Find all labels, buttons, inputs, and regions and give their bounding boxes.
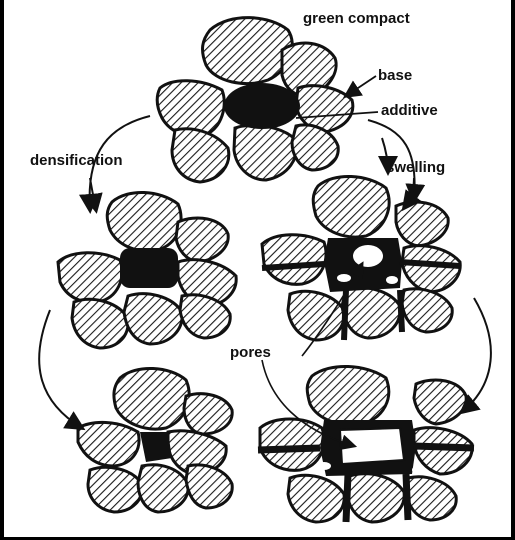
densification-to-cluster-arrow: [90, 178, 96, 210]
pore: [340, 428, 404, 464]
particle: [346, 474, 404, 522]
swelling-intermediate-cluster: [262, 176, 460, 340]
particle: [402, 289, 452, 332]
label-additive: additive: [381, 102, 438, 119]
pore: [386, 276, 398, 284]
particle: [313, 176, 389, 237]
label-pores: pores: [230, 344, 271, 361]
particle: [262, 235, 326, 285]
particle: [88, 467, 142, 512]
additive-particle: [120, 248, 178, 288]
green-compact-cluster: [157, 18, 353, 182]
pore: [352, 244, 384, 268]
particle: [172, 129, 229, 182]
pore: [317, 462, 331, 470]
densification-intermediate-cluster: [58, 192, 236, 348]
particle: [260, 419, 324, 470]
particle: [203, 18, 293, 84]
particle: [184, 394, 232, 434]
particle: [396, 202, 448, 246]
particle: [72, 299, 128, 348]
label-base: base: [378, 67, 412, 84]
green-to-swelling-arrow: [382, 138, 388, 172]
pore: [337, 274, 351, 282]
label-swelling: swelling: [386, 159, 445, 176]
particle: [186, 465, 232, 508]
swelling-final-cluster: [258, 366, 474, 522]
particle: [288, 291, 344, 340]
particle: [234, 125, 297, 180]
label-green-compact: green compact: [303, 10, 410, 27]
particle: [78, 422, 139, 466]
additive-grain-boundary: [140, 432, 172, 462]
particle: [288, 475, 344, 522]
particle: [107, 192, 181, 251]
particle: [176, 218, 228, 262]
additive-particle: [224, 83, 300, 129]
particle: [114, 368, 189, 429]
pore: [412, 466, 424, 474]
particle: [124, 294, 182, 344]
particle: [342, 288, 400, 338]
particle: [307, 366, 389, 425]
particle: [138, 465, 188, 512]
base-leader: [346, 76, 376, 96]
densification-final-cluster: [78, 368, 232, 512]
particle: [414, 380, 466, 424]
particle: [402, 246, 460, 292]
particle: [58, 253, 122, 303]
particle: [406, 477, 456, 520]
label-densification: densification: [30, 152, 123, 169]
